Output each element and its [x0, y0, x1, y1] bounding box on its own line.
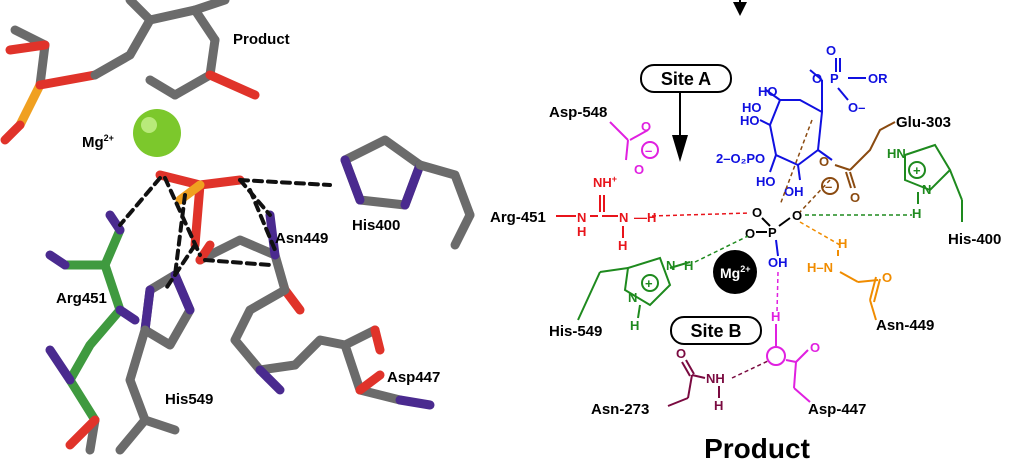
svg-text:HO: HO: [742, 100, 762, 115]
svg-text:N: N: [577, 210, 586, 225]
his549-sticks: [115, 270, 195, 455]
his549-group: N H + N H His-549: [549, 256, 693, 340]
svg-text:—H: —H: [634, 210, 656, 225]
svg-text:H: H: [912, 206, 921, 221]
asn-asp-sticks: [195, 210, 435, 410]
svg-text:O: O: [745, 226, 755, 241]
asn273-group: NH H O Asn-273: [591, 346, 725, 418]
svg-text:O: O: [826, 43, 836, 58]
svg-text:Site A: Site A: [661, 69, 711, 89]
svg-text:H: H: [684, 258, 693, 273]
svg-text:O: O: [641, 119, 651, 134]
svg-text:+: +: [913, 163, 921, 178]
top-arrow: [733, 0, 747, 16]
svg-text:His-400: His-400: [948, 231, 1001, 248]
central-phosphate: O O P O OH: [745, 205, 802, 270]
phosphate-center: [155, 170, 245, 250]
svg-text:O: O: [676, 346, 686, 361]
svg-text:OH: OH: [784, 184, 804, 199]
stick-model: [0, 0, 475, 455]
svg-text:O–: O–: [848, 100, 865, 115]
svg-text:O: O: [850, 190, 860, 205]
svg-text:HN: HN: [887, 146, 906, 161]
hbond-dashes: [118, 176, 332, 292]
svg-text:N: N: [628, 290, 637, 305]
svg-text:N: N: [922, 182, 931, 197]
svg-text:H: H: [630, 318, 639, 333]
left-label-asp447: Asp447: [387, 369, 440, 386]
left-label-his549: His549: [165, 391, 213, 408]
arg451-sticks: [45, 210, 140, 455]
svg-text:HO: HO: [758, 84, 778, 99]
svg-text:+: +: [645, 276, 653, 291]
product-title: Product: [704, 433, 810, 464]
svg-text:HO: HO: [756, 174, 776, 189]
svg-text:O: O: [819, 154, 829, 169]
svg-text:OH: OH: [768, 255, 788, 270]
left-label-asn449: Asn449: [275, 230, 328, 247]
svg-text:P: P: [830, 71, 839, 86]
svg-text:NH+: NH+: [593, 174, 617, 190]
svg-text:O: O: [634, 162, 644, 177]
glu303-group: Glu-303 O O –: [819, 114, 951, 205]
asp447-group: H O Asp-447: [766, 309, 866, 418]
svg-text:H–N: H–N: [807, 260, 833, 275]
magnesium-sphere: [133, 109, 181, 157]
left-label-mg: Mg2+: [82, 133, 114, 151]
svg-text:O: O: [882, 270, 892, 285]
svg-text:P: P: [768, 225, 777, 240]
asp548-group: Asp-548 O O –: [549, 104, 659, 177]
schematic-hbonds: [651, 119, 912, 379]
svg-text:H: H: [714, 398, 723, 413]
svg-text:Arg-451: Arg-451: [490, 209, 546, 226]
svg-text:O: O: [810, 340, 820, 355]
sugar-substrate: O O P OR O– HO HO HO OH 2–O₂PO HO: [716, 43, 888, 199]
svg-text:Asp-447: Asp-447: [808, 401, 866, 418]
product-molecule: [0, 0, 260, 145]
mg-ion: Mg2+: [713, 250, 757, 294]
svg-text:His-549: His-549: [549, 323, 602, 340]
site-a-box: Site A: [640, 64, 732, 162]
svg-text:N: N: [666, 258, 675, 273]
svg-text:H: H: [618, 238, 627, 253]
arg451-group: Arg-451 N NH+ H N H —H: [490, 174, 656, 253]
svg-text:–: –: [645, 143, 652, 158]
svg-text:2–O₂PO: 2–O₂PO: [716, 151, 765, 166]
his400-ring: [340, 135, 475, 250]
svg-text:NH: NH: [706, 371, 725, 386]
asn449-group: H H–N O Asn-449: [807, 236, 934, 334]
svg-text:O: O: [752, 205, 762, 220]
his400-group: HN + N H His-400: [887, 143, 1001, 248]
svg-text:Mg2+: Mg2+: [720, 264, 750, 281]
svg-text:Asp-548: Asp-548: [549, 104, 607, 121]
svg-text:H: H: [838, 236, 847, 251]
svg-text:O: O: [792, 208, 802, 223]
svg-text:HO: HO: [740, 113, 760, 128]
svg-text:Asn-273: Asn-273: [591, 401, 649, 418]
svg-text:H: H: [771, 309, 780, 324]
svg-text:Glu-303: Glu-303: [896, 114, 951, 131]
left-label-his400: His400: [352, 217, 400, 234]
svg-text:Site B: Site B: [690, 321, 741, 341]
svg-text:Asn-449: Asn-449: [876, 317, 934, 334]
svg-text:O: O: [812, 71, 822, 86]
svg-text:H: H: [577, 224, 586, 239]
svg-text:OR: OR: [868, 71, 888, 86]
left-label-product: Product: [233, 31, 290, 48]
svg-text:N: N: [619, 210, 628, 225]
left-label-arg451: Arg451: [56, 290, 107, 307]
svg-text:–: –: [825, 179, 832, 194]
site-b-box: Site B: [670, 316, 762, 345]
